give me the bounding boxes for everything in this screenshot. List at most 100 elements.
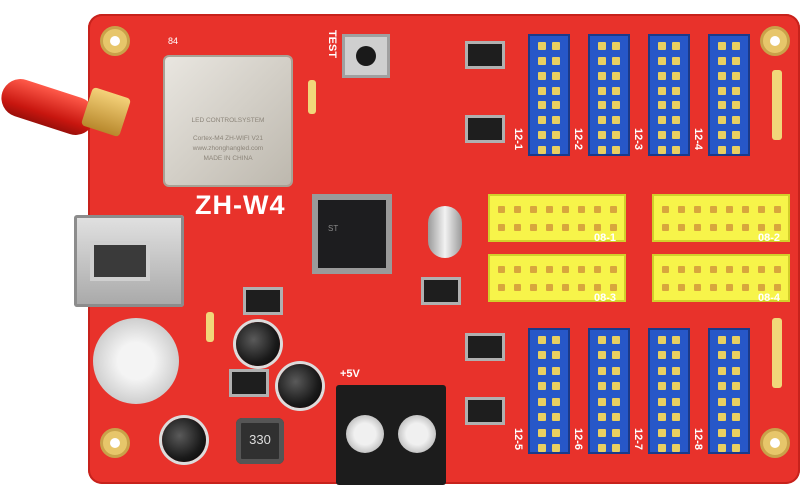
header-pin bbox=[598, 382, 606, 391]
logic-ic bbox=[424, 280, 458, 302]
header-pin bbox=[594, 206, 601, 213]
header-08-3[interactable] bbox=[490, 256, 624, 300]
header-pin bbox=[742, 284, 749, 291]
header-pin bbox=[538, 444, 546, 452]
header-pin bbox=[530, 266, 537, 273]
header-label-12-4: 12-4 bbox=[692, 128, 704, 151]
header-pin bbox=[538, 146, 546, 154]
header-pin bbox=[742, 266, 749, 273]
header-pin bbox=[538, 101, 546, 110]
header-pin bbox=[672, 116, 680, 125]
inductor: 330 bbox=[236, 418, 284, 464]
header-pin bbox=[718, 86, 726, 95]
terminal-screw[interactable] bbox=[346, 415, 384, 453]
header-12-1[interactable] bbox=[530, 36, 568, 154]
header-pin bbox=[672, 86, 680, 95]
header-pin bbox=[718, 413, 726, 422]
header-pin bbox=[552, 413, 560, 422]
header-pin bbox=[498, 266, 505, 273]
header-pin bbox=[552, 336, 560, 344]
header-pin bbox=[530, 206, 537, 213]
header-pin bbox=[718, 131, 726, 140]
header-pin bbox=[694, 266, 701, 273]
power-terminal-block[interactable] bbox=[336, 385, 446, 485]
header-pin bbox=[552, 101, 560, 110]
pad-strip bbox=[772, 318, 782, 388]
header-pin bbox=[732, 351, 740, 360]
header-12-4[interactable] bbox=[710, 36, 748, 154]
header-pin bbox=[718, 336, 726, 344]
header-pin bbox=[758, 284, 765, 291]
header-pin bbox=[546, 224, 553, 231]
header-pin bbox=[552, 116, 560, 125]
header-pin bbox=[578, 206, 585, 213]
header-label-12-8: 12-8 bbox=[692, 428, 704, 451]
header-pin bbox=[672, 71, 680, 80]
header-pin bbox=[678, 224, 685, 231]
header-pin bbox=[514, 224, 521, 231]
header-pin bbox=[530, 224, 537, 231]
mcu-label: ST bbox=[328, 224, 339, 233]
header-pin bbox=[758, 206, 765, 213]
header-pin bbox=[710, 206, 717, 213]
header-pin bbox=[598, 366, 606, 375]
header-pin bbox=[672, 56, 680, 65]
header-12-2[interactable] bbox=[590, 36, 628, 154]
regulator-ic bbox=[246, 290, 280, 312]
header-pin bbox=[498, 284, 505, 291]
header-pin bbox=[658, 428, 666, 437]
header-pin bbox=[710, 224, 717, 231]
header-08-1[interactable] bbox=[490, 196, 624, 240]
header-pin bbox=[672, 428, 680, 437]
header-pin bbox=[578, 224, 585, 231]
header-pin bbox=[774, 284, 781, 291]
header-pin bbox=[672, 397, 680, 406]
header-pin bbox=[672, 146, 680, 154]
header-12-8[interactable] bbox=[710, 330, 748, 452]
header-08-2[interactable] bbox=[654, 196, 788, 240]
header-12-5[interactable] bbox=[530, 330, 568, 452]
header-12-3[interactable] bbox=[650, 36, 688, 154]
header-12-7[interactable] bbox=[650, 330, 688, 452]
header-pin bbox=[538, 56, 546, 65]
header-pin bbox=[598, 86, 606, 95]
mounting-hole-bottom-left bbox=[100, 428, 130, 458]
header-pin bbox=[662, 266, 669, 273]
header-pin bbox=[552, 56, 560, 65]
antenna bbox=[0, 74, 100, 140]
driver-ic bbox=[468, 44, 502, 66]
header-pin bbox=[710, 284, 717, 291]
header-pin bbox=[552, 382, 560, 391]
pad-strip bbox=[308, 80, 316, 114]
terminal-screw[interactable] bbox=[398, 415, 436, 453]
header-pin bbox=[612, 86, 620, 95]
header-pin bbox=[598, 397, 606, 406]
header-pin bbox=[732, 413, 740, 422]
header-08-4[interactable] bbox=[654, 256, 788, 300]
header-label-08-4: 08-4 bbox=[758, 292, 781, 304]
header-pin bbox=[732, 366, 740, 375]
header-pin bbox=[552, 146, 560, 154]
module-line-3: www.zhonghangled.com bbox=[192, 145, 264, 152]
header-pin bbox=[678, 284, 685, 291]
header-pin bbox=[694, 224, 701, 231]
header-12-6[interactable] bbox=[590, 330, 628, 452]
header-pin bbox=[732, 86, 740, 95]
header-pin bbox=[718, 146, 726, 154]
mounting-hole-top-right bbox=[760, 26, 790, 56]
header-label-08-1: 08-1 bbox=[594, 232, 617, 244]
header-pin bbox=[546, 284, 553, 291]
mounting-hole-bottom-right bbox=[760, 428, 790, 458]
header-pin bbox=[552, 397, 560, 406]
header-pin bbox=[718, 71, 726, 80]
test-button[interactable] bbox=[342, 34, 390, 78]
header-pin bbox=[594, 284, 601, 291]
header-pin bbox=[612, 101, 620, 110]
module-line-1: LED CONTROLSYSTEM bbox=[191, 117, 265, 124]
usb-slot bbox=[90, 241, 150, 281]
wifi-module: LED CONTROLSYSTEM Cortex-M4 ZH-WIFI V21 … bbox=[165, 57, 291, 185]
header-pin bbox=[658, 366, 666, 375]
usb-port[interactable] bbox=[74, 215, 184, 307]
header-label-12-5: 12-5 bbox=[512, 428, 524, 451]
header-pin bbox=[718, 366, 726, 375]
